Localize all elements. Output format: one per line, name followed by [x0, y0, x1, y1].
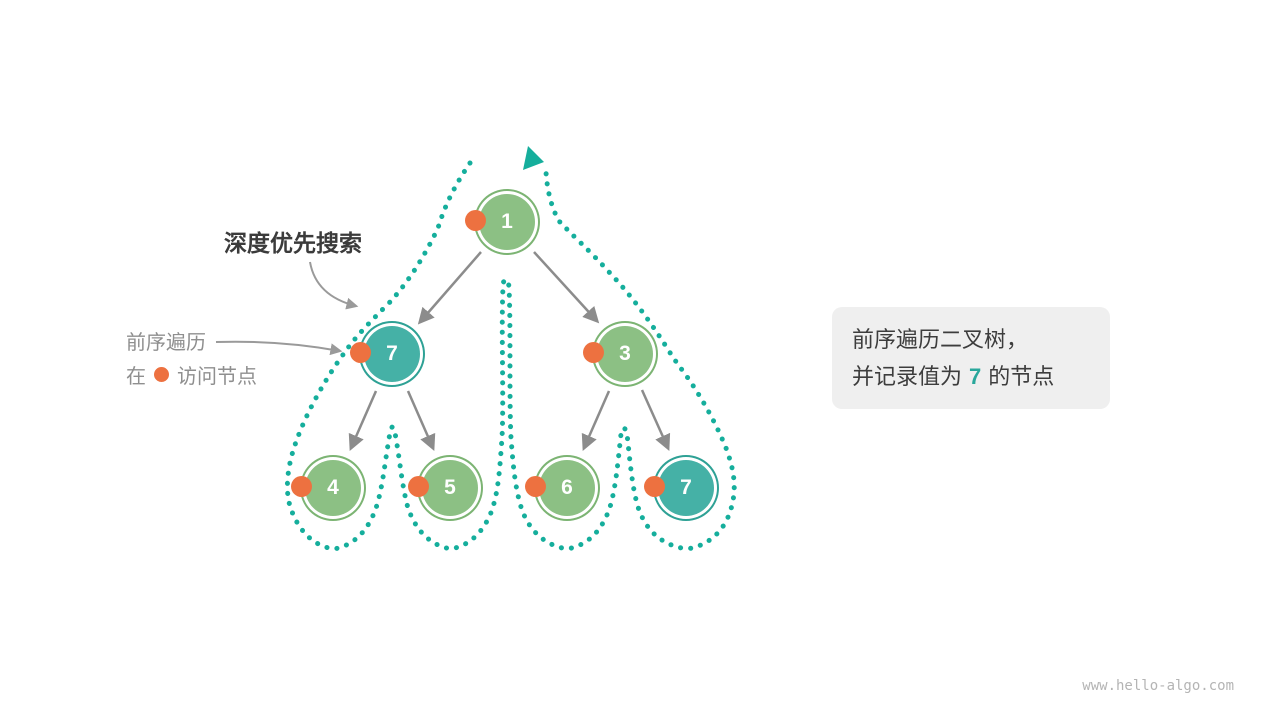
callout-line-1-text: 前序遍历二叉树，: [852, 327, 1029, 352]
tree-node-3: 3: [583, 326, 653, 382]
tree-node-7-right-value: 7: [680, 476, 692, 499]
tree-node-5: 5: [408, 460, 478, 516]
edge-3-6: [581, 390, 611, 451]
dfs-traversal-path: [284, 160, 737, 552]
tree-node-3-value: 3: [619, 342, 631, 365]
dfs-label: 深度优先搜索: [224, 230, 362, 256]
visit-dot-icon: [465, 210, 486, 231]
visit-dot-icon: [291, 476, 312, 497]
dfs-label-pointer-arrow: [309, 261, 359, 310]
watermark: www.hello-algo.com: [1082, 678, 1234, 694]
visit-note-prefix: 在: [126, 366, 146, 388]
callout-line-1: 前序遍历二叉树，: [852, 321, 1090, 358]
tree-node-4: 4: [291, 460, 361, 516]
tree-edges: [348, 251, 671, 451]
visit-note: 在 访问节点: [126, 360, 257, 389]
direction-triangle-icon: [523, 146, 544, 170]
tree-node-1-value: 1: [501, 210, 513, 233]
tree-node-1: 1: [465, 194, 535, 250]
visit-dot-icon: [644, 476, 665, 497]
visit-dot-icon: [350, 342, 371, 363]
preorder-label: 前序遍历: [126, 332, 206, 354]
visit-dot-icon: [525, 476, 546, 497]
visit-dot-legend-icon: [154, 367, 169, 382]
visit-dot-icon: [408, 476, 429, 497]
edge-7-5: [406, 390, 436, 451]
tree-node-4-value: 4: [327, 476, 339, 499]
tree-node-6-value: 6: [561, 476, 573, 499]
callout-highlight-value: 7: [969, 364, 982, 389]
callout-line-2-prefix: 并记录值为: [852, 364, 963, 389]
visit-dot-icon: [583, 342, 604, 363]
edge-3-7: [640, 389, 671, 451]
tree-node-6: 6: [525, 460, 595, 516]
tree-node-7-left: 7: [350, 326, 420, 382]
preorder-label-pointer-arrow: [215, 340, 343, 356]
tree-node-7-right: 7: [644, 460, 714, 516]
edge-1-7: [417, 251, 482, 325]
visit-note-suffix: 访问节点: [177, 366, 257, 388]
tree-node-5-value: 5: [444, 476, 456, 499]
callout-line-2-suffix: 的节点: [988, 364, 1055, 389]
edge-7-4: [348, 390, 378, 451]
tree-node-7-left-value: 7: [386, 342, 398, 365]
edge-1-3: [533, 251, 600, 324]
